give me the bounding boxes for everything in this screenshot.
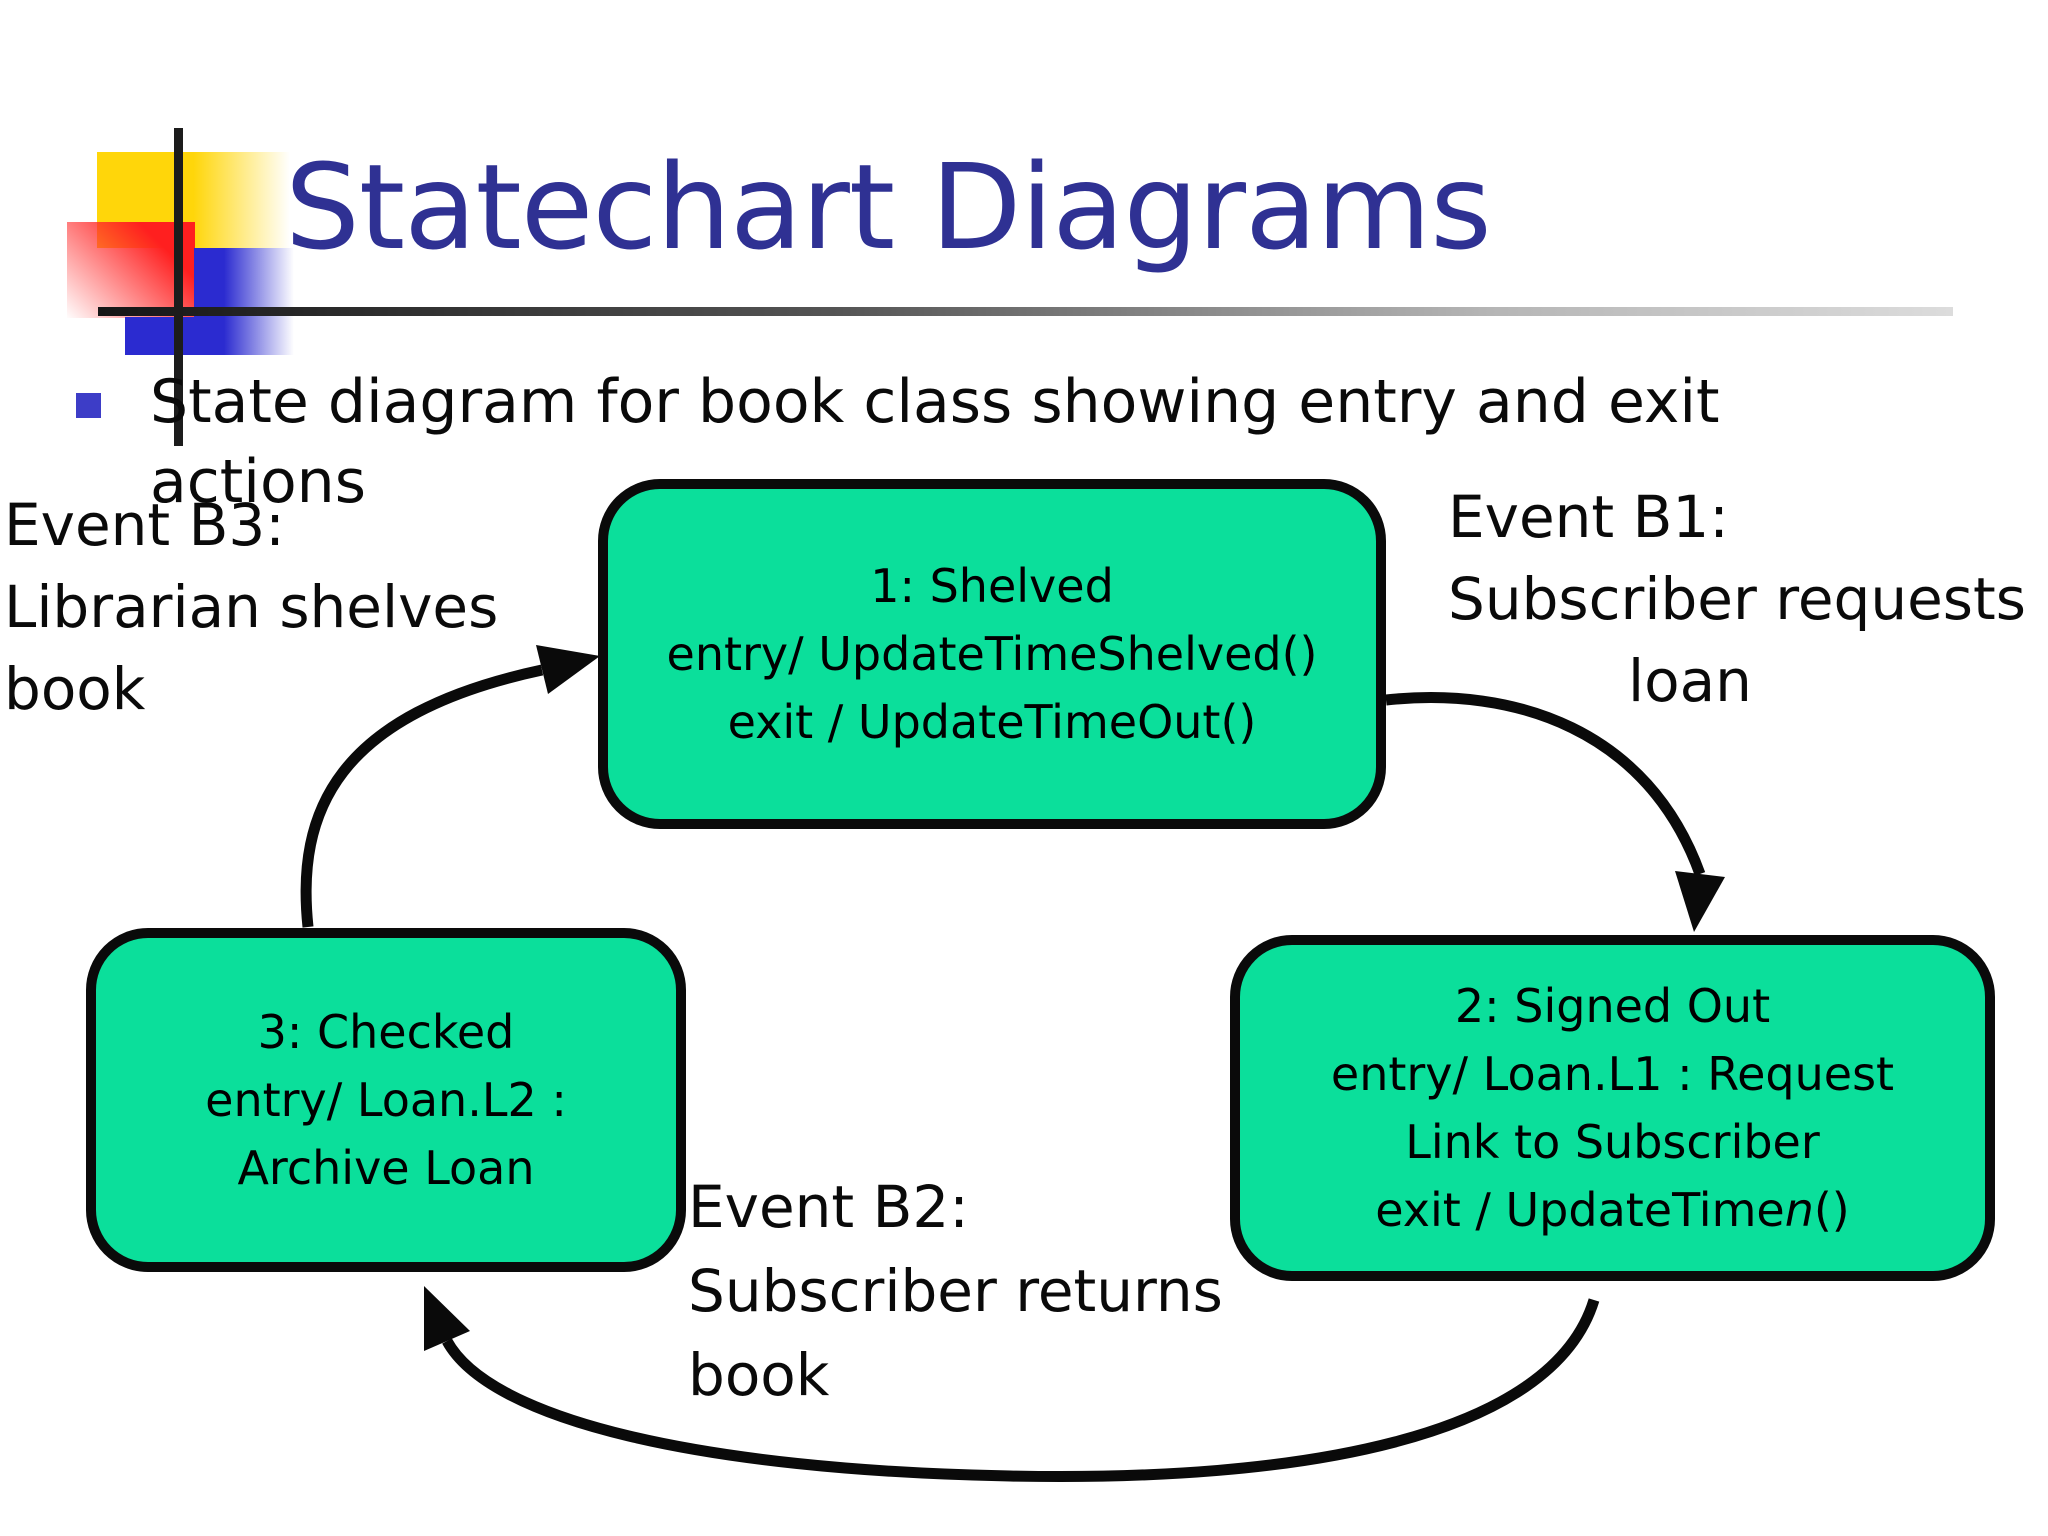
event-b1-desc-line2: loan	[1628, 647, 1752, 715]
bullet-marker-icon	[76, 393, 101, 418]
title-divider-rule	[98, 307, 1953, 316]
logo-blue-solid-square	[125, 317, 207, 355]
event-b1-label: Event B1:	[1448, 483, 1729, 551]
transition-b1-arrow	[1385, 692, 1725, 932]
page-title: Statechart Diagrams	[285, 138, 1492, 276]
event-b2-label: Event B2:	[688, 1173, 969, 1241]
italic-n: n	[1784, 1183, 1814, 1238]
event-b2-desc-line1: Subscriber returns	[688, 1257, 1223, 1325]
state-shelved-entry-action: entry/ UpdateTimeShelved()	[666, 626, 1318, 681]
bullet-text-line2: actions	[150, 447, 366, 517]
state-checked-entry-action: entry/ Loan.L2 :	[205, 1072, 567, 1127]
state-signed-out-exit-action: exit / UpdateTimen()	[1375, 1183, 1850, 1238]
event-b3-label: Event B3:	[4, 491, 285, 559]
logo-red-square	[67, 222, 195, 318]
event-b1-desc-line1: Subscriber requests	[1448, 565, 2026, 633]
logo-vertical-line	[174, 128, 183, 446]
transition-b3-arrow	[300, 645, 600, 928]
event-b3-desc-line2: book	[4, 655, 146, 723]
state-signed-out-entry-action: entry/ Loan.L1 : Request	[1330, 1046, 1895, 1101]
state-shelved-name: 1: Shelved	[870, 558, 1114, 613]
state-signed-out-name: 2: Signed Out	[1454, 978, 1771, 1033]
event-b2-desc-line2: book	[688, 1341, 830, 1409]
event-b3-desc-line1: Librarian shelves	[4, 573, 499, 641]
state-checked-name: 3: Checked	[257, 1004, 515, 1059]
state-box-checked: 3: Checked entry/ Loan.L2 : Archive Loan	[86, 928, 686, 1272]
state-shelved-exit-action: exit / UpdateTimeOut()	[727, 695, 1257, 750]
state-box-shelved: 1: Shelved entry/ UpdateTimeShelved() ex…	[598, 479, 1386, 829]
state-box-signed-out: 2: Signed Out entry/ Loan.L1 : Request L…	[1230, 935, 1995, 1281]
state-checked-entry-action-cont: Archive Loan	[237, 1141, 535, 1196]
bullet-text-line1: State diagram for book class showing ent…	[150, 367, 1720, 437]
state-signed-out-entry-action-cont: Link to Subscriber	[1405, 1115, 1820, 1169]
logo-blue-gradient-square	[194, 248, 294, 355]
